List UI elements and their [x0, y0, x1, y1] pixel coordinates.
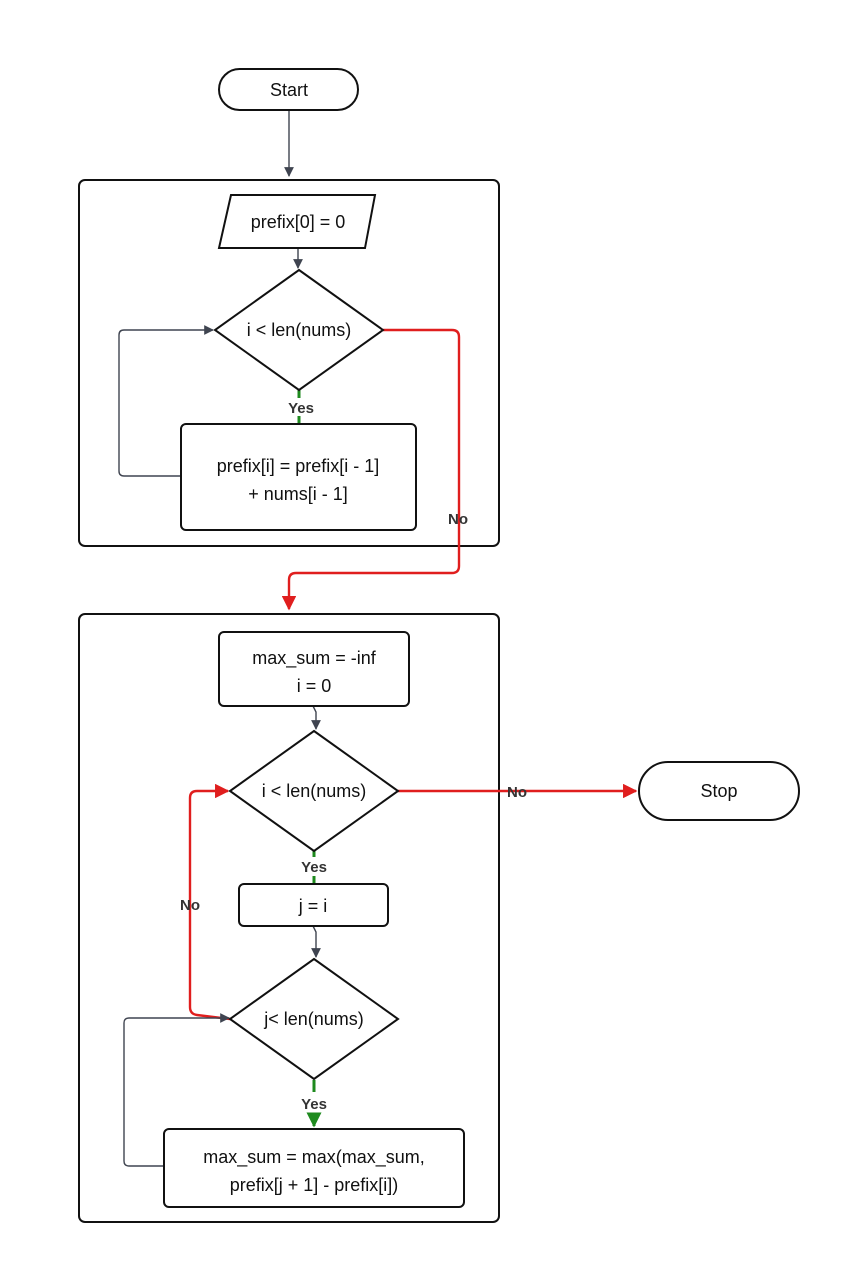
svg-text:prefix[j + 1] - prefix[i]): prefix[j + 1] - prefix[i])	[230, 1175, 399, 1195]
svg-text:j< len(nums): j< len(nums)	[263, 1009, 364, 1029]
inner-no-label: No	[180, 897, 200, 914]
edge-inner-no	[188, 783, 231, 1021]
edge-loop1-back	[118, 325, 214, 477]
svg-text:max_sum = max(max_sum,: max_sum = max(max_sum,	[203, 1147, 425, 1168]
loop1-no-label: No	[448, 511, 468, 528]
svg-text:prefix[0] = 0: prefix[0] = 0	[251, 212, 346, 232]
edge-j-assign-to-inner	[311, 925, 321, 958]
svg-text:+ nums[i - 1]: + nums[i - 1]	[248, 484, 348, 504]
edge-max-init-to-outer	[311, 705, 321, 730]
outer-condition-node: i < len(nums)	[228, 729, 400, 853]
svg-text:Stop: Stop	[700, 781, 737, 801]
svg-text:max_sum = -inf: max_sum = -inf	[252, 648, 377, 669]
outer-yes-label: Yes	[301, 859, 327, 876]
max-init-node: max_sum = -inf i = 0	[218, 631, 410, 707]
svg-text:Start: Start	[270, 80, 308, 100]
inner-yes-label: Yes	[301, 1096, 327, 1113]
group-max-loop	[78, 613, 500, 1223]
start-node: Start	[218, 68, 359, 111]
j-assign-node: j = i	[238, 883, 389, 927]
svg-text:prefix[i] = prefix[i - 1]: prefix[i] = prefix[i - 1]	[217, 456, 380, 476]
group-prefix-loop	[78, 179, 500, 547]
edge-loop1-no	[281, 328, 461, 611]
svg-text:i = 0: i = 0	[297, 676, 332, 696]
prefix-init-node: prefix[0] = 0	[217, 194, 377, 249]
svg-text:j = i: j = i	[298, 896, 328, 916]
inner-condition-node: j< len(nums)	[228, 957, 400, 1081]
prefix-assign-node: prefix[i] = prefix[i - 1] + nums[i - 1]	[180, 423, 417, 531]
outer-no-label: No	[507, 784, 527, 801]
svg-text:i < len(nums): i < len(nums)	[247, 320, 352, 340]
max-update-node: max_sum = max(max_sum, prefix[j + 1] - p…	[163, 1128, 465, 1208]
edge-inner-back	[123, 1013, 230, 1167]
stop-node: Stop	[638, 761, 800, 821]
loop1-condition-node: i < len(nums)	[213, 268, 385, 392]
loop1-yes-label: Yes	[288, 400, 314, 417]
svg-text:i < len(nums): i < len(nums)	[262, 781, 367, 801]
